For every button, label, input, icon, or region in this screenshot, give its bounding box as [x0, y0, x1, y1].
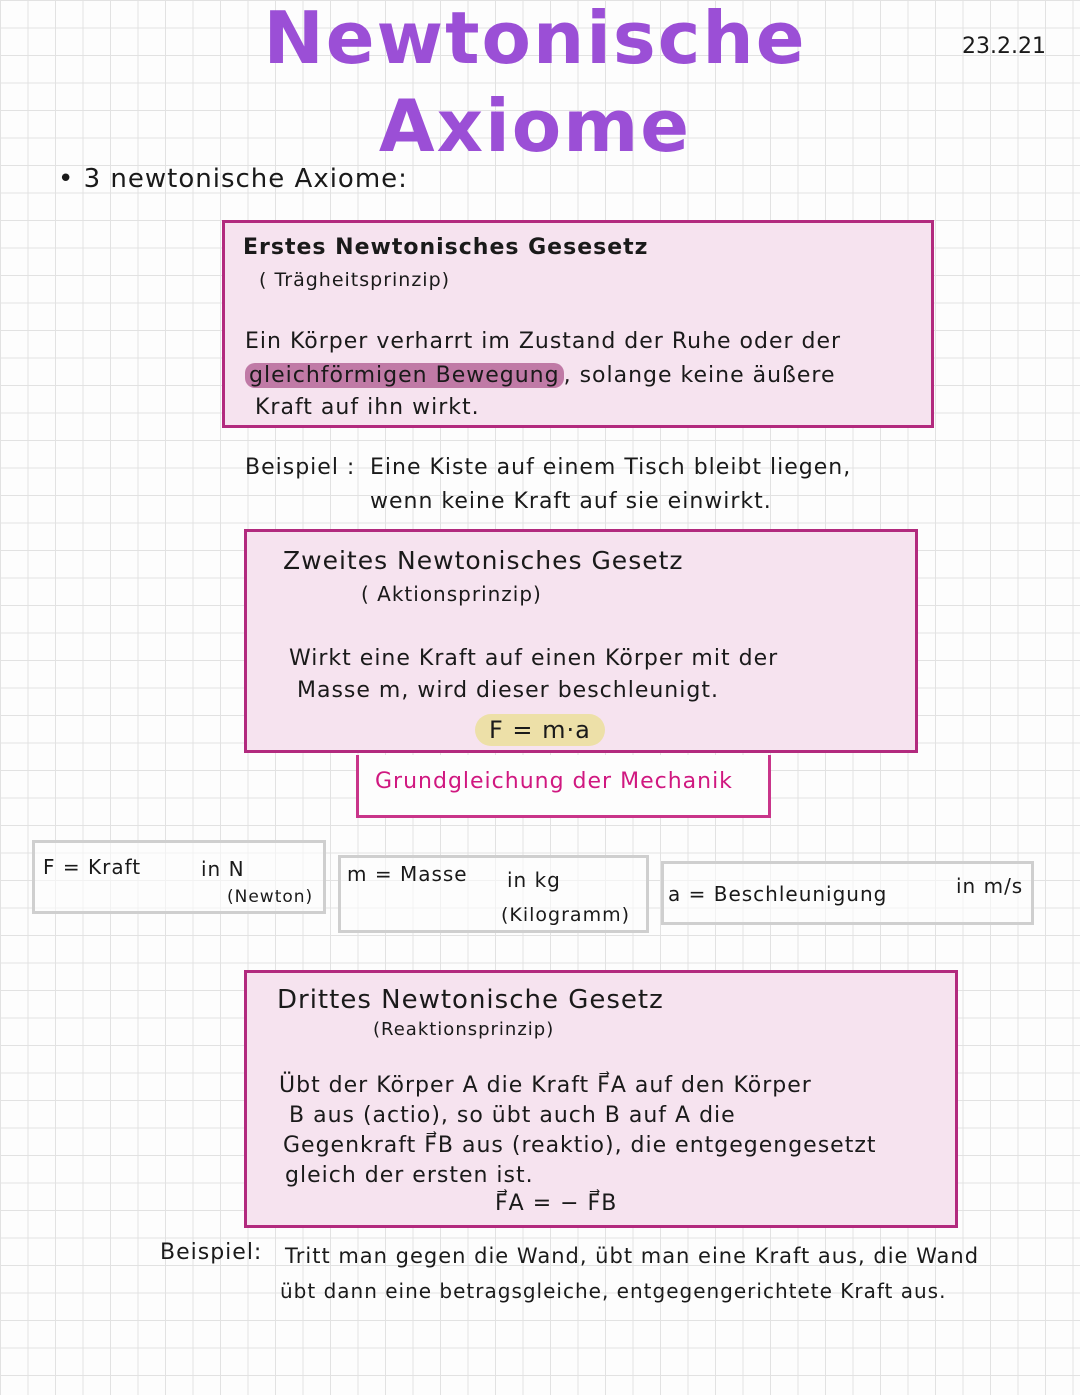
unit-mass-unit: in kg: [507, 868, 561, 892]
unit-mass-note: (Kilogramm): [501, 904, 630, 926]
unit-box-force: F = Kraft in N (Newton): [32, 840, 326, 914]
law1-box: Erstes Newtonisches Gesesetz ( Trägheits…: [222, 220, 934, 428]
law1-line1: Ein Körper verharrt im Zustand der Ruhe …: [245, 329, 842, 354]
law3-line3: Gegenkraft F⃗B aus (reaktio), die entgeg…: [283, 1133, 877, 1158]
law1-title: Erstes Newtonisches Gesesetz: [243, 235, 649, 260]
law3-formula: F⃗A = − F⃗B: [495, 1191, 618, 1216]
law2-title: Zweites Newtonisches Gesetz: [283, 546, 684, 575]
law2-subtitle: ( Aktionsprinzip): [361, 582, 542, 606]
unit-force-def: F = Kraft: [43, 855, 142, 879]
unit-box-acceleration: a = Beschleunigung in m/s: [661, 861, 1034, 925]
law2-line2: Masse m, wird dieser beschleunigt.: [297, 678, 719, 703]
example2-line1: Tritt man gegen die Wand, übt man eine K…: [285, 1244, 980, 1268]
unit-force-unit: in N: [201, 857, 245, 881]
law1-highlight: gleichförmigen Bewegung: [245, 363, 564, 388]
law3-line1: Übt der Körper A die Kraft F⃗A auf den K…: [279, 1073, 812, 1098]
unit-box-mass: m = Masse in kg (Kilogramm): [338, 855, 649, 933]
page-title-line2: Axiome: [378, 84, 692, 168]
law3-subtitle: (Reaktionsprinzip): [373, 1019, 555, 1040]
example1-label: Beispiel :: [245, 455, 356, 480]
unit-force-note: (Newton): [227, 887, 314, 907]
example2-label: Beispiel:: [160, 1240, 263, 1265]
page-title-line1: Newtonische: [263, 0, 807, 80]
unit-acc-unit: in m/s: [956, 874, 1024, 898]
law3-title: Drittes Newtonische Gesetz: [277, 985, 664, 1015]
law2-formula: F = m·a: [475, 714, 605, 746]
law1-line3: Kraft auf ihn wirkt.: [255, 395, 480, 420]
law1-line2: , solange keine äußere: [563, 363, 836, 388]
date: 23.2.21: [962, 34, 1046, 59]
example1-line2: wenn keine Kraft auf sie einwirkt.: [370, 489, 772, 514]
unit-acc-def: a = Beschleunigung: [668, 882, 888, 906]
bullet-heading: • 3 newtonische Axiome:: [58, 164, 408, 194]
example2-line2: übt dann eine betragsgleiche, entgegenge…: [280, 1279, 947, 1303]
law3-line4: gleich der ersten ist.: [285, 1163, 534, 1188]
law3-box: Drittes Newtonische Gesetz (Reaktionspri…: [244, 970, 958, 1228]
unit-mass-def: m = Masse: [347, 862, 468, 886]
caption-box: Grundgleichung der Mechanik: [356, 755, 771, 818]
law3-line2: B aus (actio), so übt auch B auf A die: [289, 1103, 736, 1128]
law2-line1: Wirkt eine Kraft auf einen Körper mit de…: [289, 646, 779, 671]
law2-caption: Grundgleichung der Mechanik: [375, 769, 733, 794]
law1-subtitle: ( Trägheitsprinzip): [259, 269, 451, 291]
example1-line1: Eine Kiste auf einem Tisch bleibt liegen…: [370, 455, 852, 480]
law2-box: Zweites Newtonisches Gesetz ( Aktionspri…: [244, 529, 918, 753]
